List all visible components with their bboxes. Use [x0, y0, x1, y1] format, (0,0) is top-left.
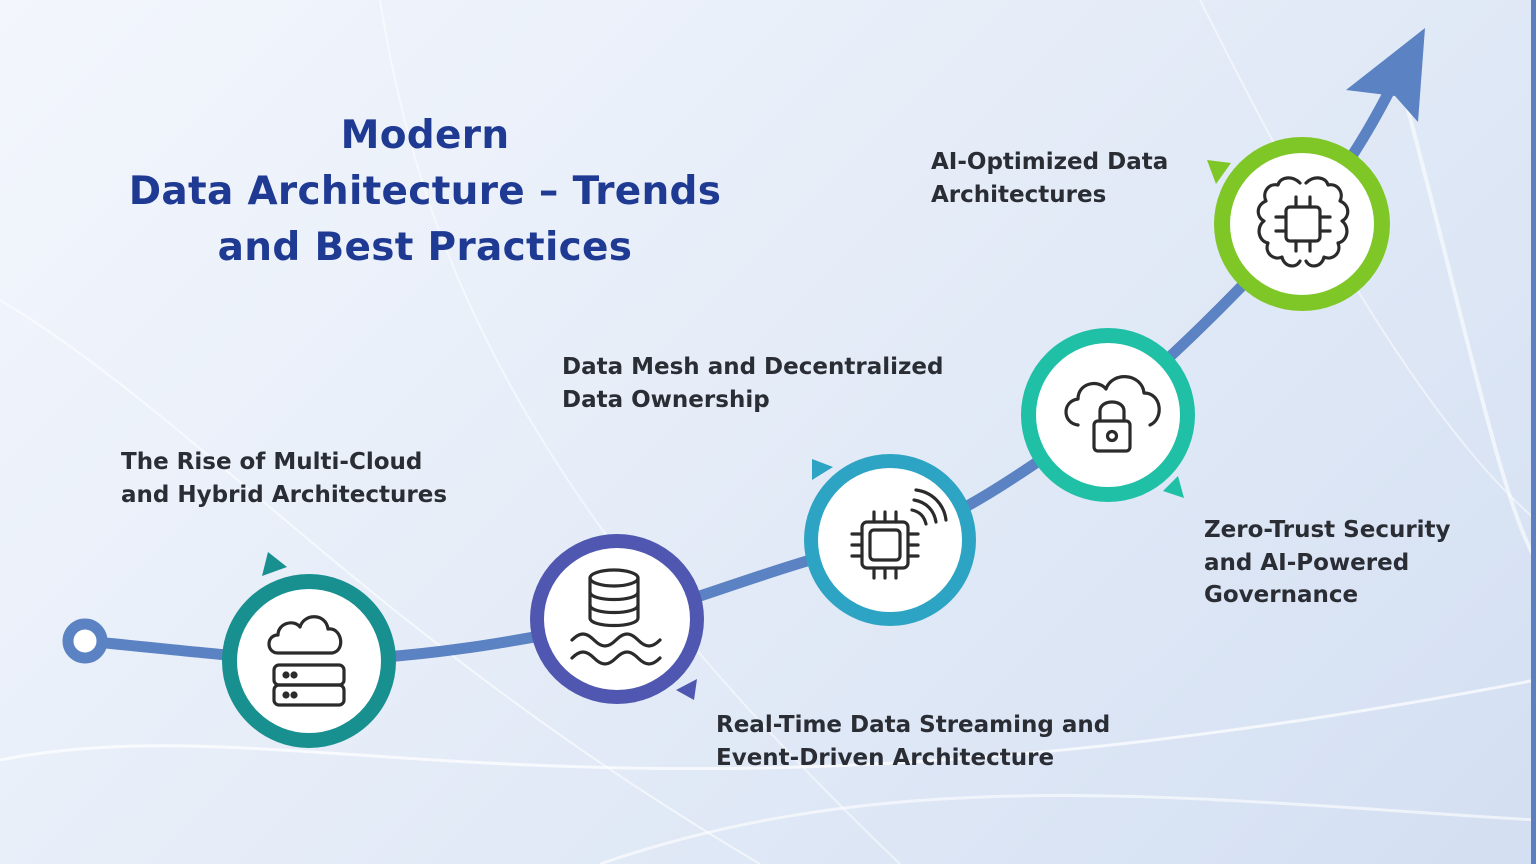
pointer-5: [1207, 160, 1231, 184]
step-3-ring: [804, 454, 976, 626]
step-3-label: Data Mesh and Decentralized Data Ownersh…: [562, 351, 943, 416]
step-4-label: Zero-Trust Security and AI-Powered Gover…: [1204, 514, 1451, 612]
step-2-label: Real-Time Data Streaming and Event-Drive…: [716, 709, 1110, 774]
title-line-1: Modern: [340, 113, 510, 158]
step-2-line-1: Real-Time Data Streaming and: [716, 712, 1111, 738]
step-4-line-3: Governance: [1204, 582, 1359, 608]
cloud-lock-icon: [1064, 375, 1161, 453]
step-2-ring: [530, 534, 704, 704]
step-4-line-2: and AI-Powered: [1204, 549, 1410, 576]
pointer-1: [262, 552, 287, 576]
pointer-2: [676, 679, 697, 700]
cloud-server-icon: [267, 615, 346, 707]
step-1-line-1: The Rise of Multi-Cloud: [121, 449, 423, 475]
right-border: [1531, 0, 1536, 864]
chip-signal-icon: [850, 488, 948, 580]
arrow-head: [1346, 28, 1425, 122]
step-4-line-1: Zero-Trust Security: [1204, 517, 1451, 543]
step-2-line-2: Event-Driven Architecture: [716, 744, 1055, 771]
step-4-ring: [1021, 328, 1195, 502]
step-5-line-2: Architectures: [931, 181, 1107, 208]
ai-brain-chip-icon: [1256, 176, 1350, 268]
title-line-3: and Best Practices: [217, 225, 633, 270]
pointer-3: [812, 459, 833, 480]
step-1-line-2: and Hybrid Architectures: [121, 481, 448, 508]
step-1-label: The Rise of Multi-Cloud and Hybrid Archi…: [121, 446, 447, 511]
pointer-4: [1163, 476, 1184, 498]
step-5-label: AI-Optimized Data Architectures: [931, 146, 1168, 211]
path-start-node: [62, 618, 108, 664]
step-3-line-1: Data Mesh and Decentralized: [562, 354, 944, 380]
data-lake-icon: [570, 568, 662, 666]
step-3-line-2: Data Ownership: [562, 386, 770, 413]
step-5-ring: [1214, 137, 1390, 311]
step-5-line-1: AI-Optimized Data: [931, 149, 1169, 175]
page-title: Modern Data Architecture – Trends and Be…: [95, 108, 755, 276]
step-1-ring: [222, 574, 396, 748]
title-line-2: Data Architecture – Trends: [128, 169, 722, 214]
